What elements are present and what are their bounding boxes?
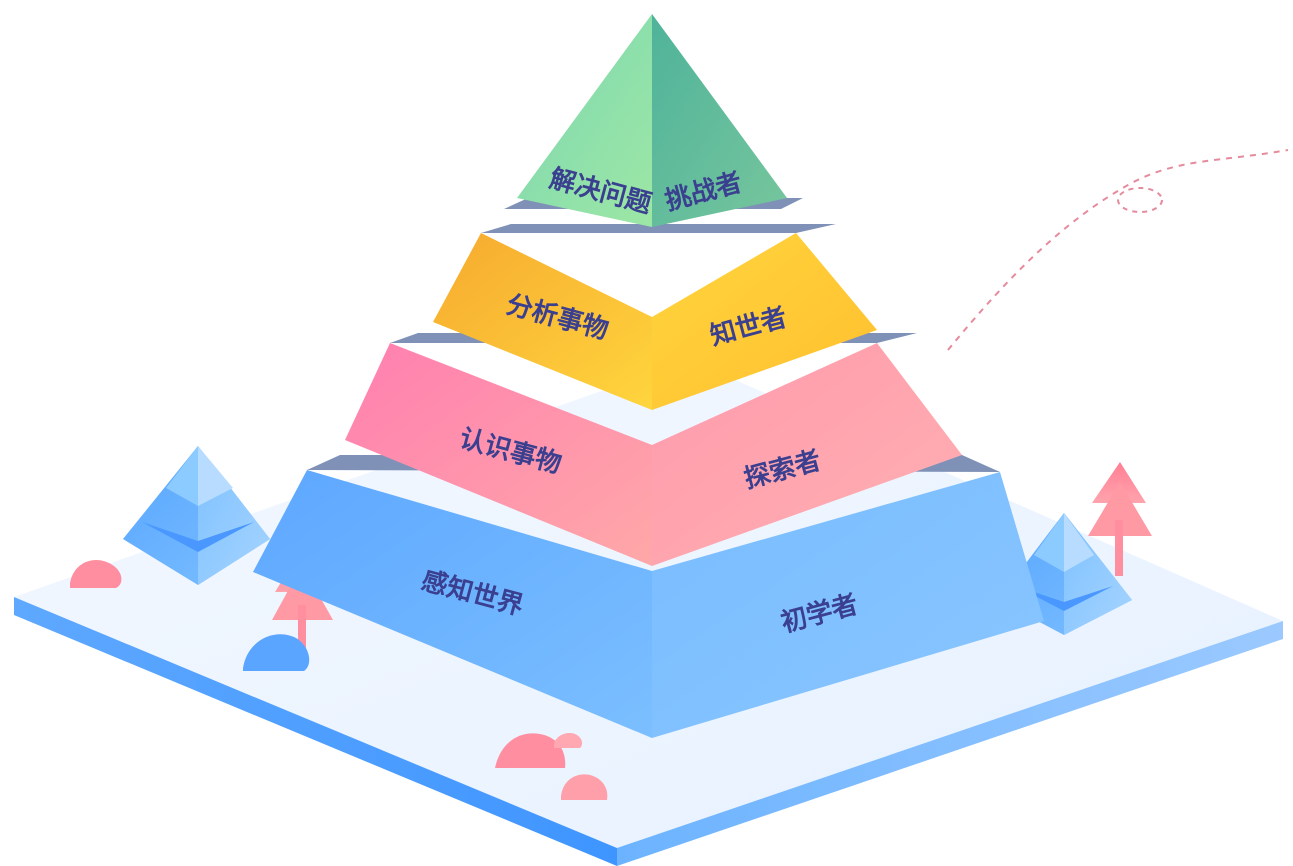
bush-left-icon bbox=[243, 634, 310, 671]
rock-center-small-icon bbox=[561, 774, 608, 800]
dotted-loop-icon bbox=[1117, 187, 1163, 213]
dotted-path-icon bbox=[947, 149, 1289, 351]
tree-right-icon bbox=[1088, 462, 1152, 576]
pyramid-level-1 bbox=[504, 14, 803, 227]
rock-center-icon bbox=[495, 733, 566, 768]
mini-pyramid-left-icon bbox=[123, 446, 270, 585]
pyramid-level-2 bbox=[433, 224, 877, 410]
rock-left-icon bbox=[70, 559, 122, 588]
rock-center-tiny-icon bbox=[554, 733, 583, 748]
